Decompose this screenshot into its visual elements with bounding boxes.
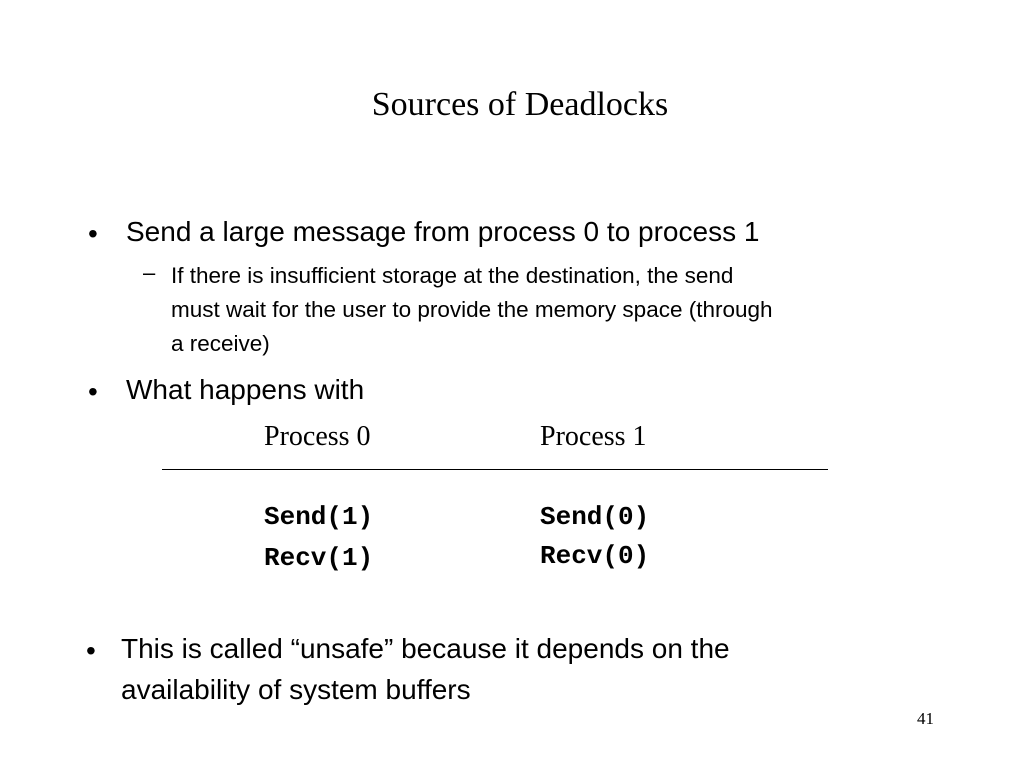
sub-bullet-line: a receive): [171, 331, 270, 356]
process-1-header: Process 1: [540, 421, 647, 452]
table-divider: [162, 469, 828, 470]
bullet-marker: •: [86, 635, 96, 666]
code-cell: Recv(1): [264, 543, 374, 573]
slide-title: Sources of Deadlocks: [371, 86, 669, 123]
bullet-marker: •: [88, 218, 98, 249]
bullet-marker: •: [88, 376, 98, 407]
sub-bullet-line: must wait for the user to provide the me…: [171, 297, 773, 322]
sub-bullet-line: If there is insufficient storage at the …: [171, 263, 734, 288]
code-cell: Send(1): [264, 502, 374, 532]
page-number: 41: [917, 709, 934, 728]
code-cell: Recv(0): [540, 541, 650, 571]
bullet-line: availability of system buffers: [121, 674, 471, 705]
bullet-text: Send a large message from process 0 to p…: [126, 216, 760, 247]
bullet-text: What happens with: [126, 374, 365, 405]
sub-bullet-marker: –: [143, 260, 156, 285]
bullet-line: This is called “unsafe” because it depen…: [121, 633, 730, 664]
code-cell: Send(0): [540, 502, 650, 532]
process-0-header: Process 0: [264, 421, 371, 452]
